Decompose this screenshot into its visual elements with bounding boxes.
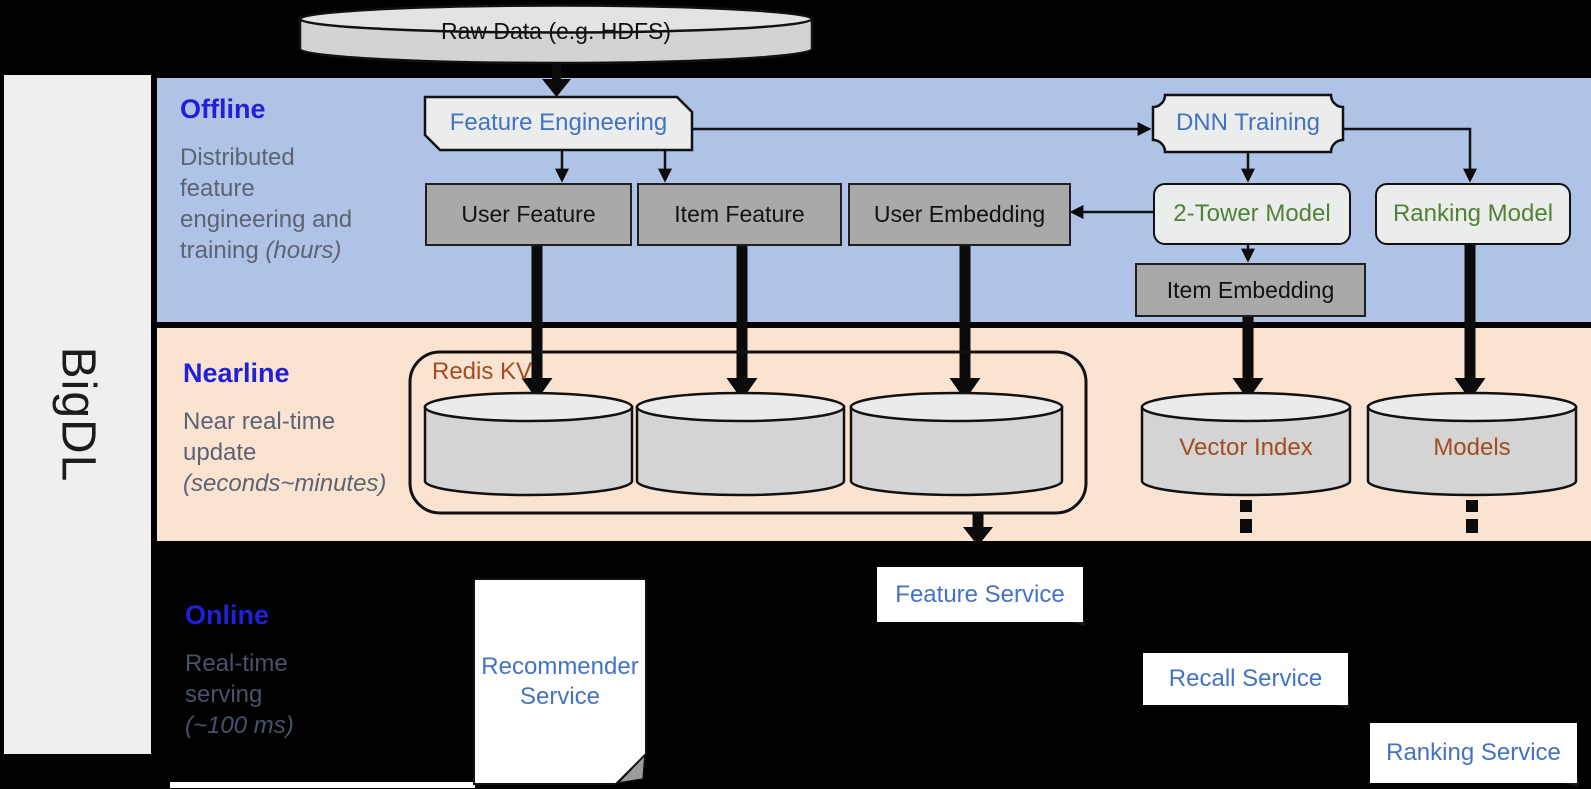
recall-service-node: Recall Service — [1143, 653, 1348, 705]
nearline-desc-line-2: update — [183, 439, 257, 466]
offline-desc-line-2: feature — [180, 175, 255, 202]
online-desc-line-1: Real-time — [185, 650, 288, 677]
online-desc-line-3: (~100 ms) — [185, 712, 294, 739]
recommender-service-label: Recommender Service — [481, 652, 639, 710]
nearline-title: Nearline — [183, 358, 290, 388]
offline-desc-line-4: training (hours) — [180, 237, 342, 264]
offline-desc: Distributed feature engineering and trai… — [180, 142, 415, 266]
nearline-desc-line-3: (seconds~minutes) — [183, 470, 387, 497]
bigdl-sidebar: BigDL — [4, 75, 151, 754]
nearline-desc-line-1: Near real-time — [183, 408, 336, 435]
dnn-training-label: DNN Training — [1175, 109, 1321, 137]
models-label: Models — [1433, 433, 1511, 461]
item-embedding-node: Item Embedding — [1135, 263, 1366, 317]
raw-data-label: Raw Data (e.g. HDFS) — [440, 18, 672, 45]
two-tower-model-node: 2-Tower Model — [1153, 183, 1351, 245]
ranking-service-node: Ranking Service — [1370, 723, 1577, 783]
online-title: Online — [185, 600, 270, 630]
redis-kv-label: Redis KV — [432, 358, 533, 385]
offline-desc-line-3: engineering and — [180, 206, 353, 233]
online-desc: Real-time serving (~100 ms) — [185, 648, 415, 741]
offline-title: Offline — [180, 94, 266, 124]
user-feature-node: User Feature — [425, 183, 632, 246]
online-desc-line-2: serving — [185, 681, 263, 708]
item-feature-node: Item Feature — [637, 183, 842, 246]
user-embedding-node: User Embedding — [848, 183, 1071, 246]
feature-engineering-label: Feature Engineering — [449, 109, 668, 137]
ranking-model-node: Ranking Model — [1375, 183, 1571, 245]
offline-desc-line-1: Distributed — [180, 144, 295, 171]
nearline-desc: Near real-time update (seconds~minutes) — [183, 406, 433, 499]
vector-index-label: Vector Index — [1179, 433, 1313, 461]
feature-service-node: Feature Service — [877, 567, 1083, 622]
bottom-divider — [170, 782, 475, 788]
bigdl-brand: BigDL — [50, 346, 104, 483]
